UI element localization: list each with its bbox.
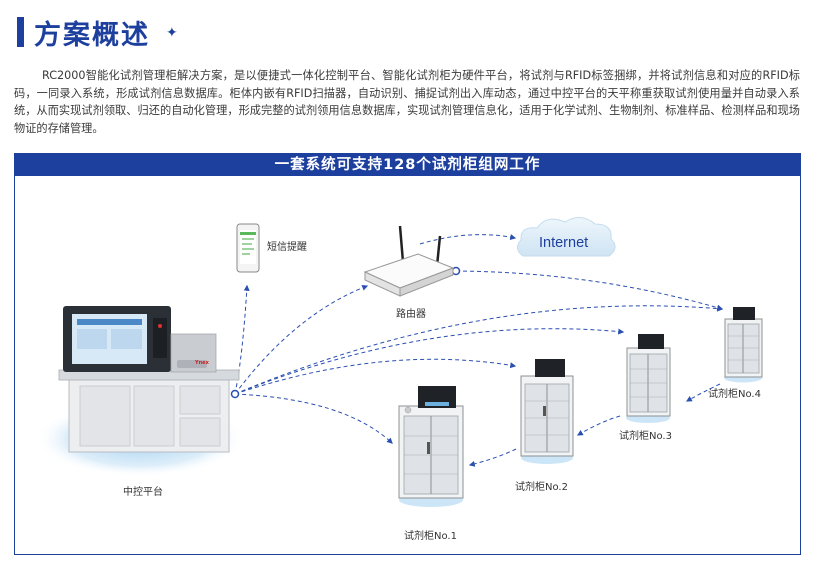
cabinet-1 [398,386,464,507]
link-control-cabinet2 [234,358,517,395]
cabinet-1-label: 试剂柜No.1 [404,529,457,542]
link-router-cabinet4 [455,270,724,311]
link-control-cabinet3 [234,328,625,395]
cabinet-3-label: 试剂柜No.3 [619,429,672,442]
cabinet-2-label: 试剂柜No.2 [515,480,568,493]
network-diagram: Ynex [14,153,801,555]
router-node [451,266,461,276]
link-control-phone [234,284,250,395]
internet-label: Internet [539,235,588,251]
section-title-marker [17,17,24,47]
cabinet-4-label: 试剂柜No.4 [708,387,761,400]
cabinet-4 [724,307,763,383]
diagram-banner: 一套系统可支持128个试剂柜组网工作 [15,154,800,176]
link-cabinet4-cabinet3 [685,383,721,402]
intro-paragraph: RC2000智能化试剂管理柜解决方案，是以便捷式一体化控制平台、智能化试剂柜为硬… [14,69,800,135]
link-control-cabinet4 [234,305,724,395]
router-label: 路由器 [396,307,426,320]
section-title: 方案概述 [34,20,150,51]
link-cabinet3-cabinet2 [576,415,621,436]
link-control-cabinet1 [234,393,393,444]
control-platform-label: 中控平台 [123,485,163,498]
diagram-canvas: Ynex [35,217,763,542]
star-icon: ✦ [166,25,178,41]
link-cabinet2-cabinet1 [468,448,517,467]
connector-lines [234,234,724,467]
phone-icon [236,223,260,273]
cabinet-3 [626,334,671,423]
hub-node [230,389,240,399]
svg-text:Ynex: Ynex [194,360,210,366]
control-platform: Ynex [35,306,245,477]
router-icon [363,225,455,297]
link-router-internet [419,234,517,245]
phone-label: 短信提醒 [267,240,307,253]
cabinet-2 [520,359,574,464]
link-control-router [234,284,369,395]
internet-cloud [517,217,616,257]
